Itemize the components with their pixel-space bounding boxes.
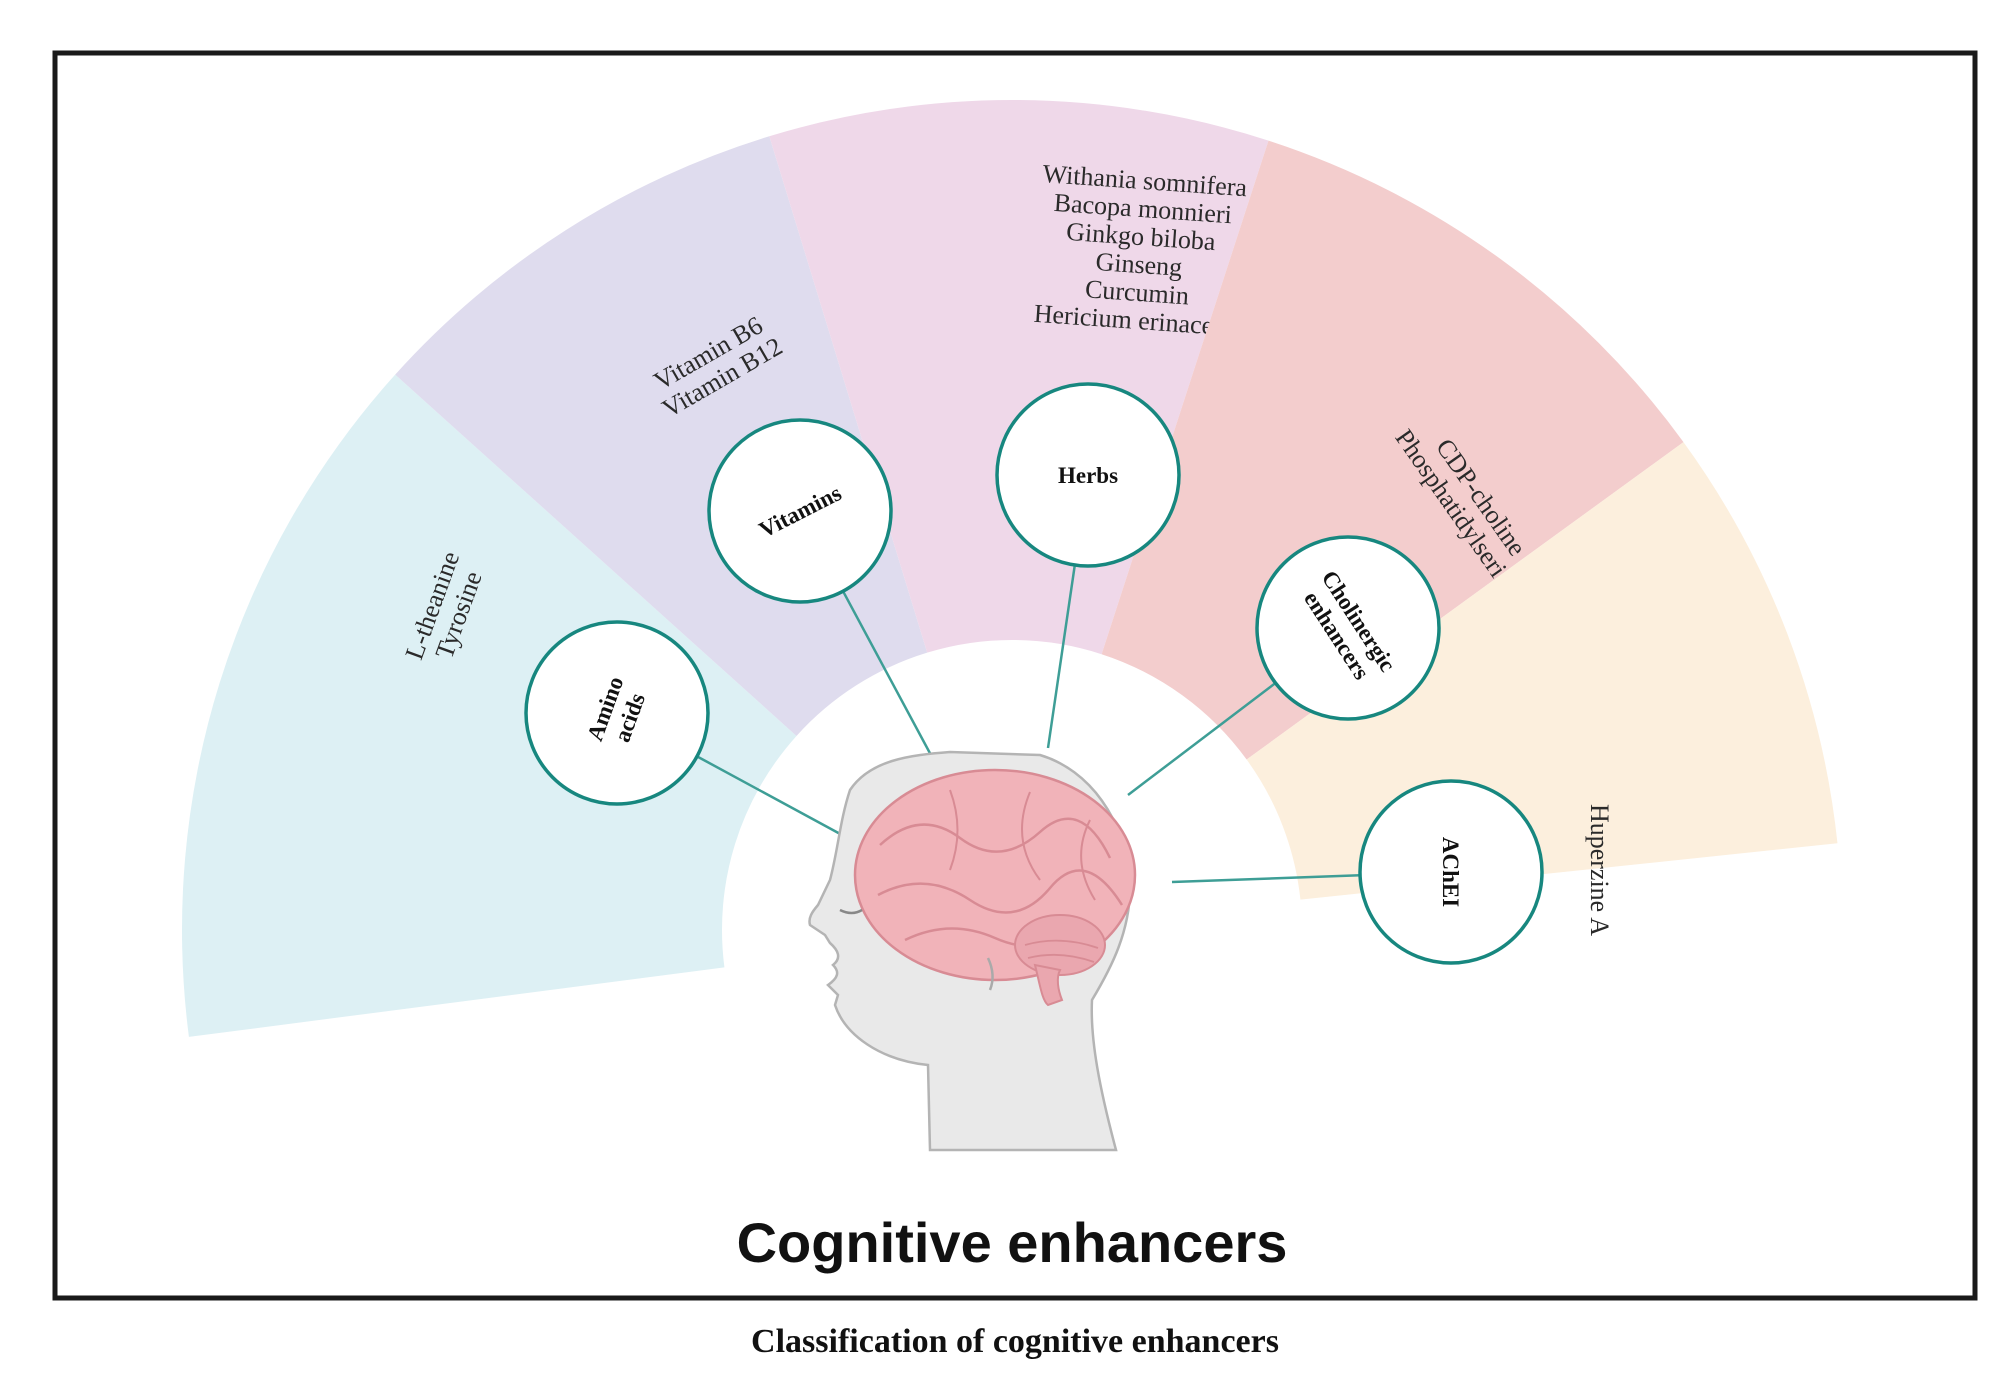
connector-amino-acids (696, 755, 856, 844)
connector-cholinergic-enhancers (1127, 682, 1277, 796)
connector-herbs (1046, 564, 1077, 749)
circle-cholinergic-enhancers (1255, 535, 1441, 721)
items-achei: Huperzine A (1585, 804, 1614, 936)
label-achei: AChEI (1438, 837, 1463, 907)
connector-lines (696, 564, 1361, 884)
item-label: Curcumin (1084, 274, 1190, 310)
label-herbs: Herbs (1058, 463, 1118, 488)
human-head-brain-icon (808, 750, 1137, 1152)
sector-cholinergic-enhancers (1101, 140, 1684, 760)
connector-achei (1171, 874, 1361, 884)
sector-achei (1246, 442, 1838, 900)
circle-achei (1358, 779, 1544, 965)
sector-amino-acids (182, 374, 797, 1037)
category-label-line: AChEI (1438, 837, 1463, 907)
item-label: Huperzine A (1585, 804, 1614, 936)
connector-vitamins (841, 590, 934, 758)
diagram-title: Cognitive enhancers (737, 1211, 1288, 1274)
circle-vitamins (707, 418, 893, 604)
category-label-line: Herbs (1058, 463, 1118, 488)
item-label: Ginseng (1095, 247, 1183, 282)
circle-amino-acids (524, 620, 710, 806)
label-amino-acids: Aminoacids (582, 673, 653, 753)
circle-herbs (995, 382, 1181, 568)
category-circles: AminoacidsVitaminsHerbsCholinergicenhanc… (524, 382, 1544, 965)
figure-caption: Classification of cognitive enhancers (751, 1323, 1279, 1360)
